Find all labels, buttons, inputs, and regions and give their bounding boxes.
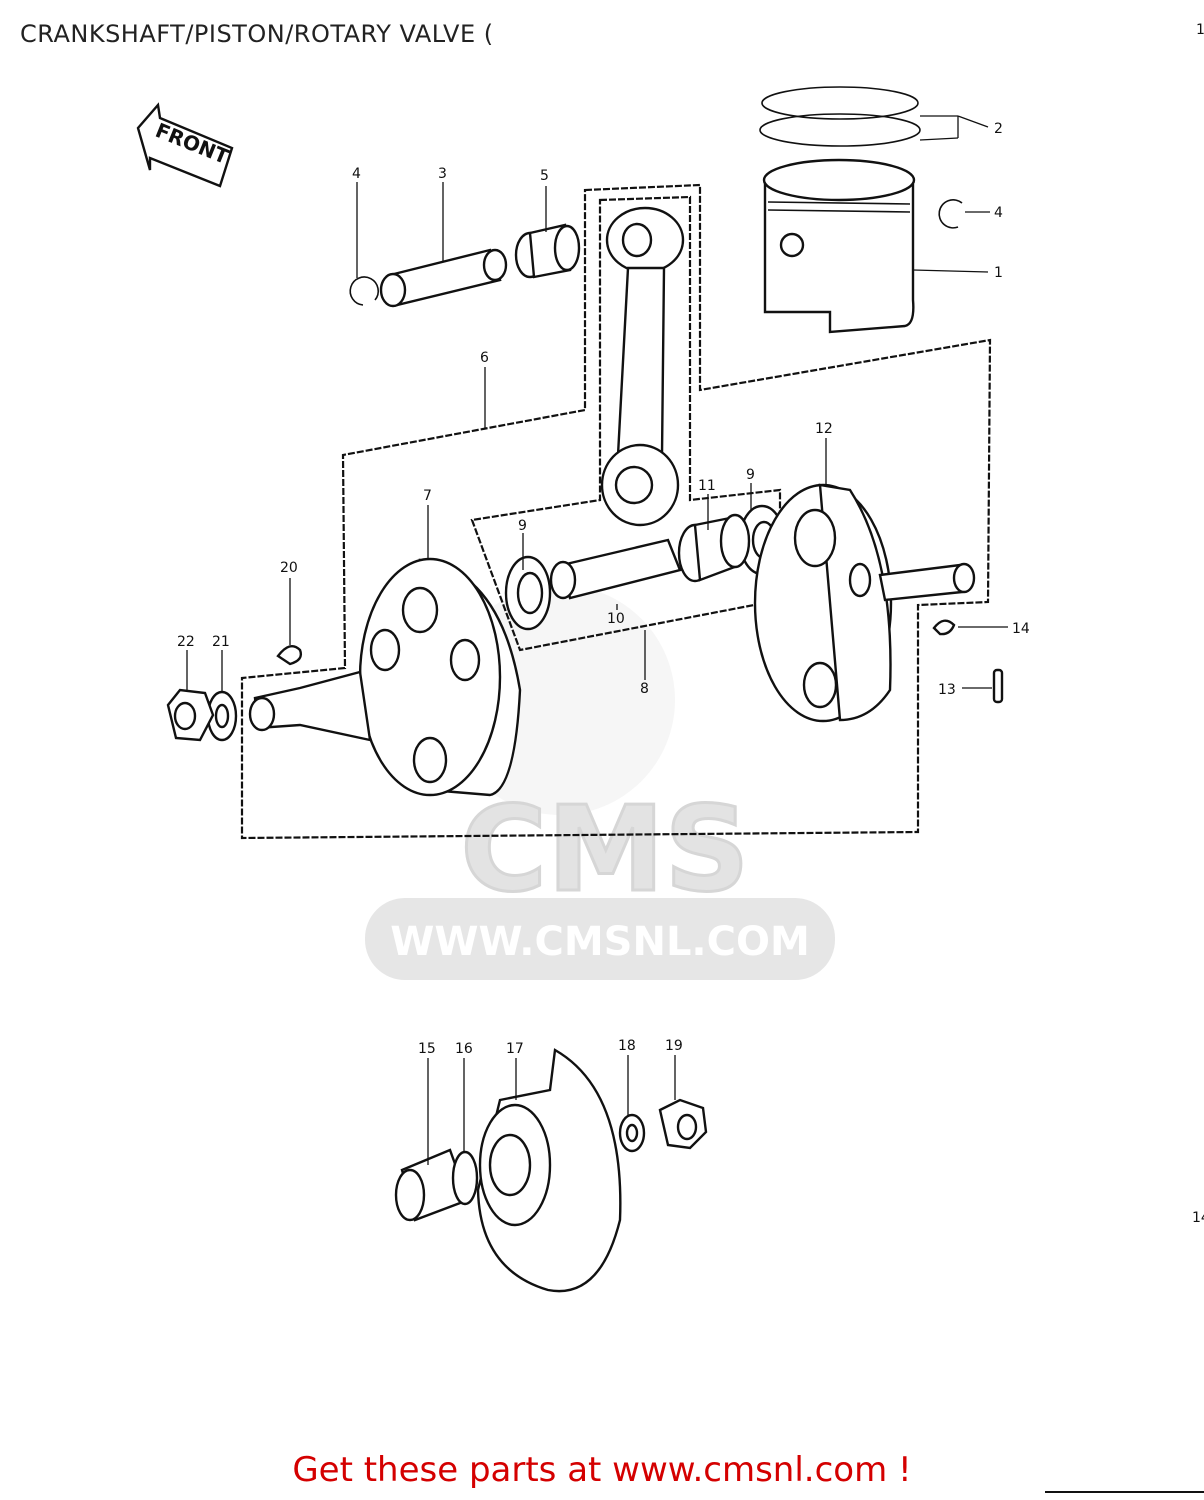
callout-18: 18	[618, 1038, 636, 1054]
corner-mark: 1	[1196, 22, 1204, 38]
callout-10: 10	[607, 611, 625, 627]
callout-14: 14	[1012, 621, 1030, 637]
washer-18	[618, 1113, 646, 1153]
cms-watermark: CMS WWW.CMSNL.COM	[365, 585, 835, 980]
nut-19	[658, 1098, 708, 1150]
callout-labels: 1 2 3 4 4 5 6 7 8 9 9 10 11 12 13 14 15 …	[177, 121, 1030, 1057]
front-arrow: FRONT	[136, 102, 234, 188]
crank-pin	[549, 538, 682, 600]
o-ring-16	[451, 1150, 479, 1206]
callout-19: 19	[665, 1038, 683, 1054]
watermark-logo-text: CMS	[460, 780, 749, 918]
valve-spacer-15	[394, 1148, 470, 1222]
piston	[762, 158, 916, 334]
callout-4b: 4	[994, 205, 1003, 221]
callout-1: 1	[994, 265, 1003, 281]
callout-7: 7	[423, 488, 432, 504]
piston-pin	[379, 248, 508, 308]
page-title: CRANKSHAFT/PISTON/ROTARY VALVE (	[20, 20, 494, 48]
leader-lines	[186, 115, 1008, 1165]
callout-2: 2	[994, 121, 1003, 137]
thrust-washer-left	[504, 555, 552, 631]
callout-9: 9	[518, 518, 527, 534]
callout-22: 22	[177, 634, 195, 650]
callout-16: 16	[455, 1041, 473, 1057]
small-end-bearing	[514, 223, 581, 279]
callout-20: 20	[280, 560, 298, 576]
connecting-rod-frame	[470, 195, 782, 652]
callout-3: 3	[438, 166, 447, 182]
callout-5: 5	[540, 168, 549, 184]
right-flywheel	[753, 483, 976, 723]
callout-15: 15	[418, 1041, 436, 1057]
big-end-bearing	[677, 513, 751, 583]
left-flywheel	[248, 557, 522, 797]
callout-8: 8	[640, 681, 649, 697]
callout-9b: 9	[746, 467, 755, 483]
circlip-right	[938, 199, 963, 229]
circlip-left	[349, 276, 380, 306]
side-mark: 14	[1192, 1210, 1204, 1226]
get-parts-link[interactable]: Get these parts at www.cmsnl.com !	[292, 1450, 912, 1490]
connecting-rod	[600, 206, 685, 527]
crankshaft-assembly-frame	[240, 183, 992, 840]
rotary-valve-17	[476, 1048, 622, 1293]
callout-21: 21	[212, 634, 230, 650]
watermark-url-text: WWW.CMSNL.COM	[390, 919, 810, 965]
callout-17: 17	[506, 1041, 524, 1057]
callout-12: 12	[815, 421, 833, 437]
callout-4: 4	[352, 166, 361, 182]
callout-11: 11	[698, 478, 716, 494]
callout-6: 6	[480, 350, 489, 366]
callout-13: 13	[938, 682, 956, 698]
pin-13	[992, 668, 1004, 704]
woodruff-key-20	[276, 644, 303, 666]
key-14	[932, 619, 956, 636]
piston-rings	[759, 86, 921, 147]
nut-22	[166, 688, 215, 742]
